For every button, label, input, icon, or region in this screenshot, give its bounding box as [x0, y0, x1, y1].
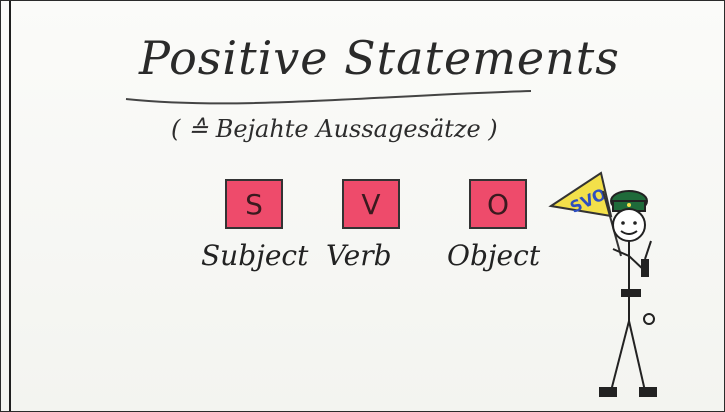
guard-hat [610, 190, 648, 212]
svo-box-verb: V [342, 179, 400, 229]
title-underline [125, 90, 532, 105]
page-title: Positive Statements [139, 31, 620, 85]
label-verb: Verb [326, 239, 392, 272]
label-subject: Subject [201, 239, 309, 272]
svo-box-subject: S [225, 179, 283, 229]
subtitle: ( ≙ Bejahte Aussagesätze ) [171, 115, 498, 143]
label-object: Object [447, 239, 541, 272]
stick-figure-illustration: SVO [548, 171, 657, 397]
svo-box-object: O [469, 179, 527, 229]
svo-sign: SVO [548, 171, 622, 257]
left-border-bar [9, 1, 11, 411]
